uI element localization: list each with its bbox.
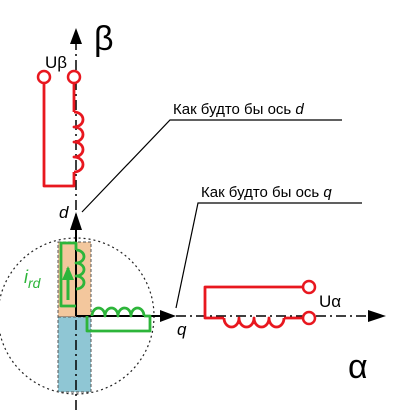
u-beta-label: Uβ <box>45 53 67 72</box>
q-callout-axis: q <box>323 184 332 201</box>
alpha-axis-label: α <box>348 348 368 386</box>
rotor-current-label: ird <box>24 267 42 291</box>
u-alpha-terminal-bottom <box>301 310 317 326</box>
q-axis-label: q <box>177 320 187 339</box>
rotor-q-winding <box>85 306 152 333</box>
q-callout-text: Как будто бы ось q <box>201 184 332 201</box>
rotor-current-symbol: i <box>24 267 29 287</box>
u-beta-terminal-left <box>36 69 52 85</box>
d-callout-phrase: Как будто бы ось <box>173 101 295 118</box>
alpha-axis-arrowhead <box>368 310 386 322</box>
u-beta-winding <box>42 83 85 188</box>
q-callout-leader <box>175 202 362 309</box>
rotor-d-winding <box>59 241 86 308</box>
d-callout-axis: d <box>295 101 304 118</box>
q-callout-phrase: Как будто бы ось <box>201 184 323 201</box>
rotor-current-subscript: rd <box>28 275 42 291</box>
q-axis-arrowhead <box>160 310 176 322</box>
rotor-q-region <box>57 316 92 393</box>
d-axis-label: d <box>59 203 69 222</box>
u-alpha-terminal-top <box>301 279 317 295</box>
u-alpha-winding <box>203 285 303 329</box>
d-callout-leader <box>81 119 342 213</box>
beta-axis-arrowhead <box>70 28 82 44</box>
u-alpha-label: Uα <box>319 292 341 311</box>
u-beta-terminal-right <box>66 69 82 85</box>
beta-axis-label: β <box>94 20 114 58</box>
d-axis-arrowhead <box>70 212 82 230</box>
d-callout-text: Как будто бы ось d <box>173 101 304 118</box>
